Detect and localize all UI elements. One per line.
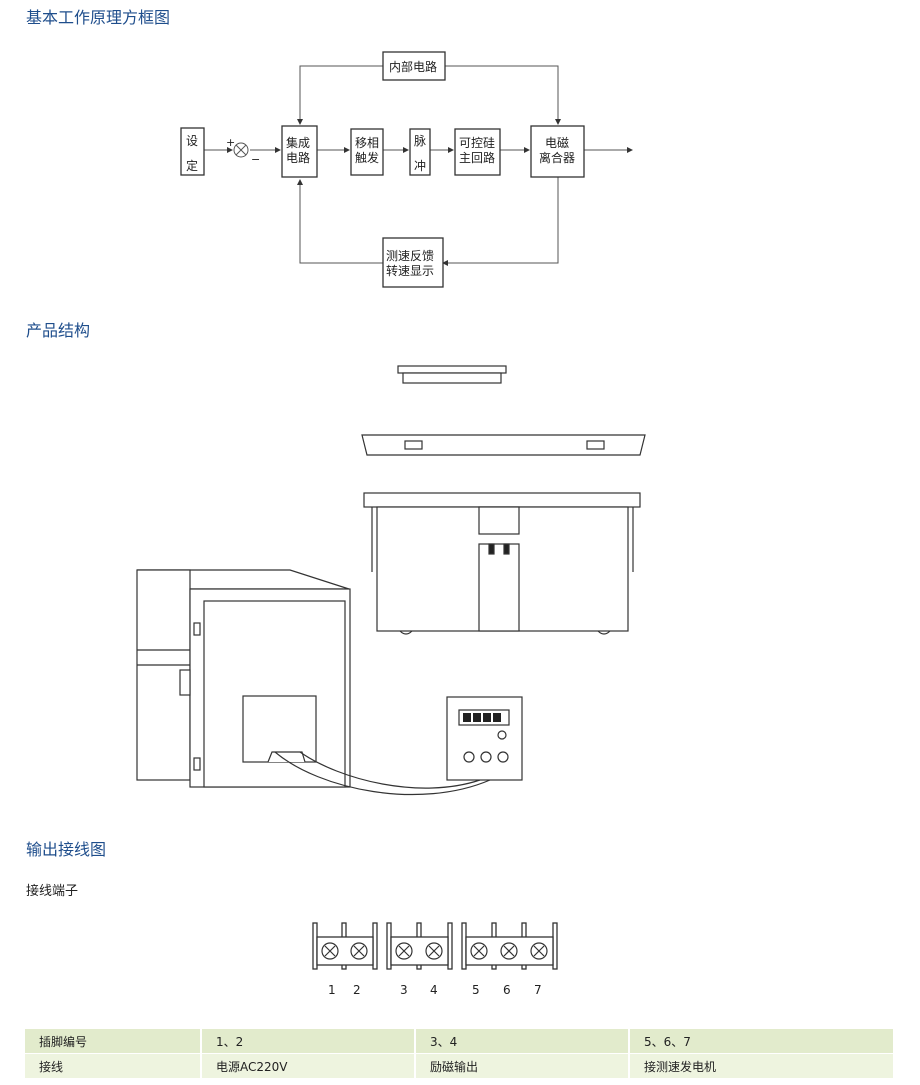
block-phase-2: 触发 xyxy=(355,150,379,165)
minus-sign: − xyxy=(251,153,260,166)
terminal-number: 5 xyxy=(472,983,480,997)
table-cell: 励磁输出 xyxy=(415,1053,630,1079)
plus-sign: + xyxy=(226,136,235,149)
block-pulse-1: 脉 xyxy=(414,133,426,148)
screw-icon xyxy=(321,942,339,960)
terminal-number: 3 xyxy=(400,983,408,997)
table-cell: 1、2 xyxy=(201,1029,416,1054)
table-cell: 接线 xyxy=(25,1053,202,1079)
block-scr-1: 可控硅 xyxy=(459,136,495,150)
table-row: 插脚编号 1、2 3、4 5、6、7 xyxy=(25,1029,895,1054)
section-title-structure: 产品结构 xyxy=(26,321,91,340)
terminal-number: 7 xyxy=(534,983,542,997)
block-setting-2: 定 xyxy=(186,158,198,173)
block-ic-1: 集成 xyxy=(286,135,310,150)
block-ic-2: 电路 xyxy=(286,150,310,165)
block-scr-2: 主回路 xyxy=(459,150,495,165)
block-internal: 内部电路 xyxy=(389,59,437,74)
block-setting-1: 设 xyxy=(186,134,198,148)
product-structure-drawing xyxy=(136,365,646,796)
terminal-number: 6 xyxy=(503,983,511,997)
screw-icon xyxy=(530,942,548,960)
block-clutch-1: 电磁 xyxy=(545,135,569,150)
block-diagram: 设 定 + − 集成 电路 移相 触发 脉 冲 可控硅 主回路 电磁 离合器 内… xyxy=(180,51,633,288)
terminal-label: 接线端子 xyxy=(26,884,79,899)
screw-icon xyxy=(425,942,443,960)
table-cell: 3、4 xyxy=(415,1029,630,1054)
table-cell: 5、6、7 xyxy=(629,1029,895,1054)
terminal-number: 4 xyxy=(430,983,438,997)
section-title-block-diagram: 基本工作原理方框图 xyxy=(26,8,171,27)
block-phase-1: 移相 xyxy=(355,136,379,150)
section-title-wiring: 输出接线图 xyxy=(26,840,107,859)
terminal-number: 2 xyxy=(353,983,361,997)
table-cell: 电源AC220V xyxy=(201,1053,416,1079)
pin-table: 插脚编号 1、2 3、4 5、6、7 接线 电源AC220V 励磁输出 接测速发… xyxy=(25,1029,895,1079)
block-pulse-2: 冲 xyxy=(414,158,426,173)
screw-icon xyxy=(500,942,518,960)
screw-icon xyxy=(470,942,488,960)
table-cell: 插脚编号 xyxy=(25,1029,202,1054)
block-feedback-1: 测速反馈 xyxy=(386,249,434,263)
table-row: 接线 电源AC220V 励磁输出 接测速发电机 xyxy=(25,1053,895,1079)
table-cell: 接测速发电机 xyxy=(629,1053,895,1079)
block-feedback-2: 转速显示 xyxy=(386,263,434,278)
screw-icon xyxy=(395,942,413,960)
terminal-number: 1 xyxy=(328,983,336,997)
block-clutch-2: 离合器 xyxy=(539,150,575,165)
terminal-block: 1 2 3 4 5 6 7 xyxy=(312,922,558,997)
screw-icon xyxy=(350,942,368,960)
